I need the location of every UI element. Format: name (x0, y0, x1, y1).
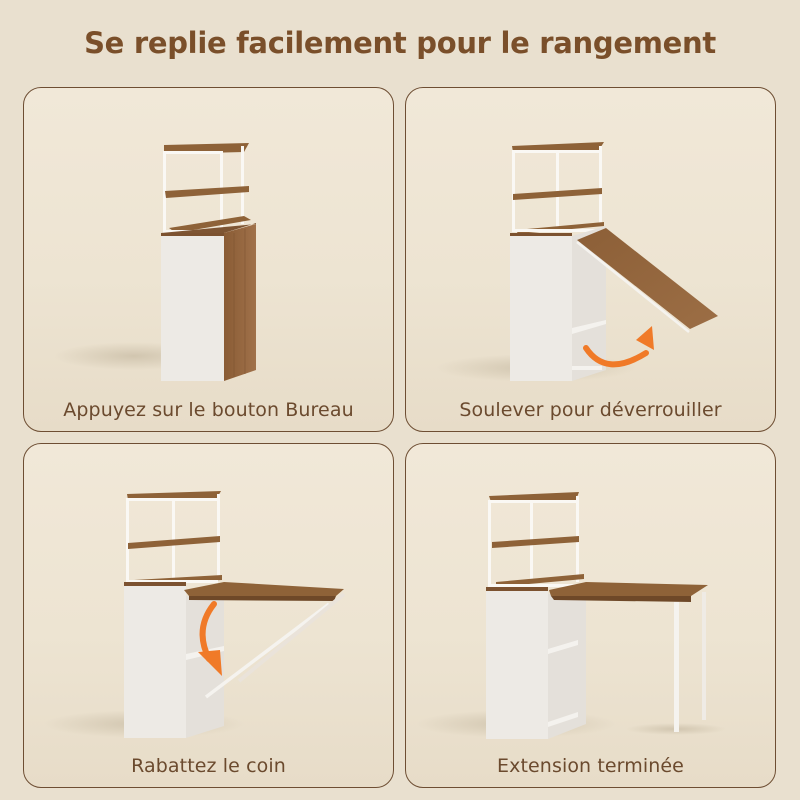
lifting-desk-illustration (436, 142, 718, 382)
step-caption-4: Extension terminée (497, 755, 684, 777)
step-panel-4: Extension terminée (405, 443, 776, 788)
step-caption-3: Rabattez le coin (131, 755, 286, 777)
folded-desk-illustration (54, 143, 256, 381)
step-caption-2: Soulever pour déverrouiller (459, 399, 722, 421)
page-title: Se replie facilement pour le rangement (84, 26, 716, 60)
folding-leg-illustration (44, 491, 346, 738)
step-caption-1: Appuyez sur le bouton Bureau (63, 399, 354, 421)
step-panel-3: Rabattez le coin (23, 443, 394, 788)
extended-desk-illustration (416, 492, 726, 739)
step-panel-2: Soulever pour déverrouiller (405, 87, 776, 432)
step-panel-1: Appuyez sur le bouton Bureau (23, 87, 394, 432)
